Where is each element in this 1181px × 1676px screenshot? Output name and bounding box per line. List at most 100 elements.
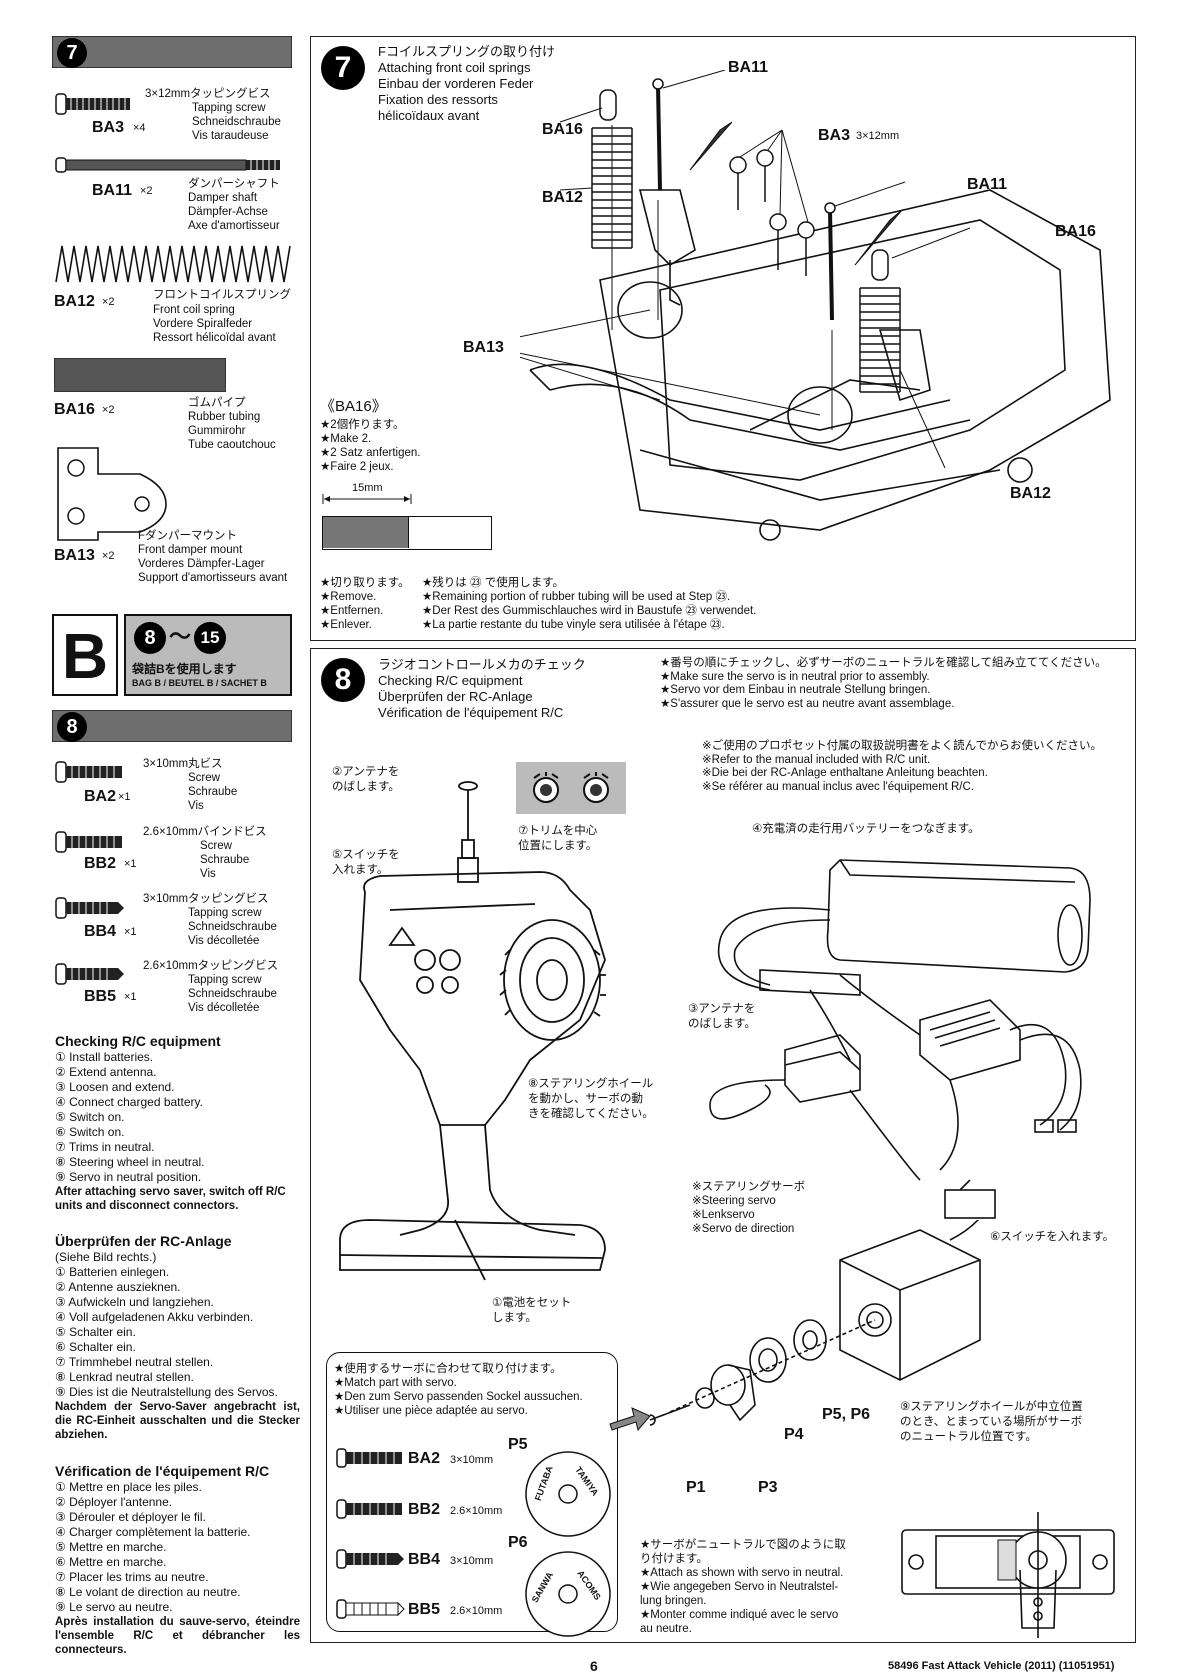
dimension-arrow <box>322 494 412 504</box>
list-item: ⑧ Lenkrad neutral stellen. <box>55 1370 194 1384</box>
screw-size: 2.6×10mm <box>450 1605 503 1617</box>
step7-bar <box>52 36 292 68</box>
list-item: ① Install batteries. <box>55 1050 154 1064</box>
annotation-1: ①電池をセット します。 <box>492 1297 572 1324</box>
part-size: ダンパーシャフト <box>188 178 280 190</box>
bag-letter: B <box>52 614 118 696</box>
part-code: BB4 <box>84 923 117 940</box>
part-qty: ×2 <box>102 550 115 562</box>
screw-code: BB5 <box>408 1601 441 1618</box>
rubber-tubing-icon <box>54 358 226 392</box>
list-item: ④ Connect charged battery. <box>55 1095 203 1109</box>
annotation-3: ③アンテナを のばします。 <box>688 1003 756 1030</box>
tapping-screw-icon <box>55 93 130 115</box>
servo-horn-p6-icon <box>525 1551 611 1637</box>
check-en-note: After attaching servo saver, switch off … <box>55 1186 286 1212</box>
step8-header-notes: ★番号の順にチェックし、必ずサーボのニュートラルを確認して組み立ててください。 … <box>660 657 1107 710</box>
part-size: フロントコイルスプリング <box>153 289 291 301</box>
bag-jp: 袋詰Bを使用します <box>132 662 237 676</box>
bag-range-to: 15 <box>194 622 226 654</box>
label-ba12-left: BA12 <box>542 189 583 206</box>
label-p56: P5, P6 <box>822 1406 871 1423</box>
ba16-note-title: 《BA16》 <box>320 398 387 415</box>
trim-dial-icon <box>533 772 559 803</box>
servo-horn-p5-icon <box>525 1451 611 1537</box>
list-item: ⑦ Trimmhebel neutral stellen. <box>55 1355 214 1369</box>
screw-size: 2.6×10mm <box>450 1505 503 1517</box>
list-item: ⑥ Schalter ein. <box>55 1340 136 1354</box>
dim-label: 15mm <box>352 482 383 494</box>
tapping-screw-icon <box>55 963 124 985</box>
part-qty: ×1 <box>118 791 131 803</box>
label-p5-box: P5 <box>508 1436 528 1453</box>
part-size: ゴムパイプ <box>188 397 246 409</box>
step8-number-badge: 8 <box>57 712 87 742</box>
damper-shaft-icon <box>55 157 280 173</box>
part-qty: ×2 <box>102 296 115 308</box>
label-p4: P4 <box>784 1426 804 1443</box>
list-item: ③ Loosen and extend. <box>55 1080 175 1094</box>
damper-mount-icon <box>57 447 167 541</box>
step7-panel <box>310 36 1136 641</box>
bag-en: BAG B / BEUTEL B / SACHET B <box>132 678 267 688</box>
servo-label: ※ステアリングサーボ ※Steering servo ※Lenkservo ※S… <box>692 1181 806 1235</box>
step8-bar <box>52 710 292 742</box>
label-ba11-right: BA11 <box>967 176 1008 193</box>
screw-code: BB2 <box>408 1501 441 1518</box>
part-code: BB5 <box>84 988 117 1005</box>
part-size: 3×10mm丸ビス <box>143 758 223 770</box>
bag-range-from: 8 <box>134 622 166 654</box>
arrow-right-icon <box>609 1407 651 1432</box>
list-item: ⑨ Le servo au neutre. <box>55 1600 173 1614</box>
screw-size: 3×10mm <box>450 1555 494 1567</box>
match-note: ★使用するサーボに合わせて取り付けます。 ★Match part with se… <box>334 1363 583 1417</box>
list-item: ① Batterien einlegen. <box>55 1265 170 1279</box>
ba16-note: ★2個作ります。 ★Make 2. ★2 Satz anfertigen. ★F… <box>320 419 421 473</box>
screw-code: BA2 <box>408 1450 441 1467</box>
part-qty: ×4 <box>133 122 146 134</box>
check-fr-note: Après installation du sauve-servo, étein… <box>55 1616 300 1656</box>
tapping-screw-icon <box>336 1599 405 1619</box>
part-names: Front damper mount Vorderes Dämpfer-Lage… <box>138 544 288 584</box>
coil-spring-icon <box>55 245 291 283</box>
step7-number-badge: 7 <box>57 38 87 68</box>
step8-title: ラジオコントロールメカのチェック Checking R/C equipment … <box>378 657 586 720</box>
part-code: BA12 <box>54 293 95 310</box>
part-names: Rubber tubing Gummirohr Tube caoutchouc <box>188 411 276 451</box>
part-code: BA16 <box>54 401 95 418</box>
list-item: ④ Voll aufgeladenen Akku verbinden. <box>55 1310 254 1324</box>
list-item: ⑤ Schalter ein. <box>55 1325 136 1339</box>
list-item: ⑤ Mettre en marche. <box>55 1540 167 1554</box>
check-list-de: Überprüfen der RC-Anlage (Siehe Bild rec… <box>55 1232 300 1442</box>
part-names: Front coil spring Vordere Spiralfeder Re… <box>153 304 276 344</box>
part-names: Tapping screw Schneidschraube Vis taraud… <box>192 102 281 142</box>
tapping-screw-icon <box>55 897 124 919</box>
list-item: ⑤ Switch on. <box>55 1110 125 1124</box>
label-ba12-right: BA12 <box>1010 485 1051 502</box>
annotation-5: ⑤スイッチを 入れます。 <box>332 849 400 876</box>
part-names: Damper shaft Dämpfer-Achse Axe d'amortis… <box>188 192 280 232</box>
bag-range-sep: 〜 <box>169 624 192 649</box>
part-qty: ×2 <box>102 404 115 416</box>
label-ba11-top: BA11 <box>728 59 769 76</box>
label-ba13: BA13 <box>463 339 504 356</box>
list-item: ⑥ Switch on. <box>55 1125 125 1139</box>
annotation-8: ⑧ステアリングホイール を動かし、サーボの動 きを確認してください。 <box>528 1078 654 1120</box>
step8-panel <box>310 648 1136 1643</box>
label-p6-box: P6 <box>508 1534 528 1551</box>
electronics-diagram <box>709 859 1091 1219</box>
step8-manual-note: ※ご使用のプロポセット付属の取扱説明書をよく読んでからお使いください。 ※Ref… <box>702 740 1103 793</box>
screw-icon <box>336 1499 402 1519</box>
part-qty: ×1 <box>124 926 137 938</box>
servo-assembly-diagram <box>650 1220 981 1426</box>
part-size: 3×10mmタッピングビス <box>143 893 269 905</box>
list-item: ⑥ Mettre en marche. <box>55 1555 167 1569</box>
part-names: Tapping screw Schneidschraube Vis décoll… <box>188 907 277 947</box>
screw-code: BB4 <box>408 1551 441 1568</box>
front-suspension-diagram <box>520 70 1111 541</box>
step7-panel-number: 7 <box>321 46 365 90</box>
part-code: BA11 <box>92 182 133 199</box>
list-item: ② Déployer l'antenne. <box>55 1495 173 1509</box>
trim-dial-icon <box>583 772 609 803</box>
step7-title: Fコイルスプリングの取り付け Attaching front coil spri… <box>378 44 555 123</box>
